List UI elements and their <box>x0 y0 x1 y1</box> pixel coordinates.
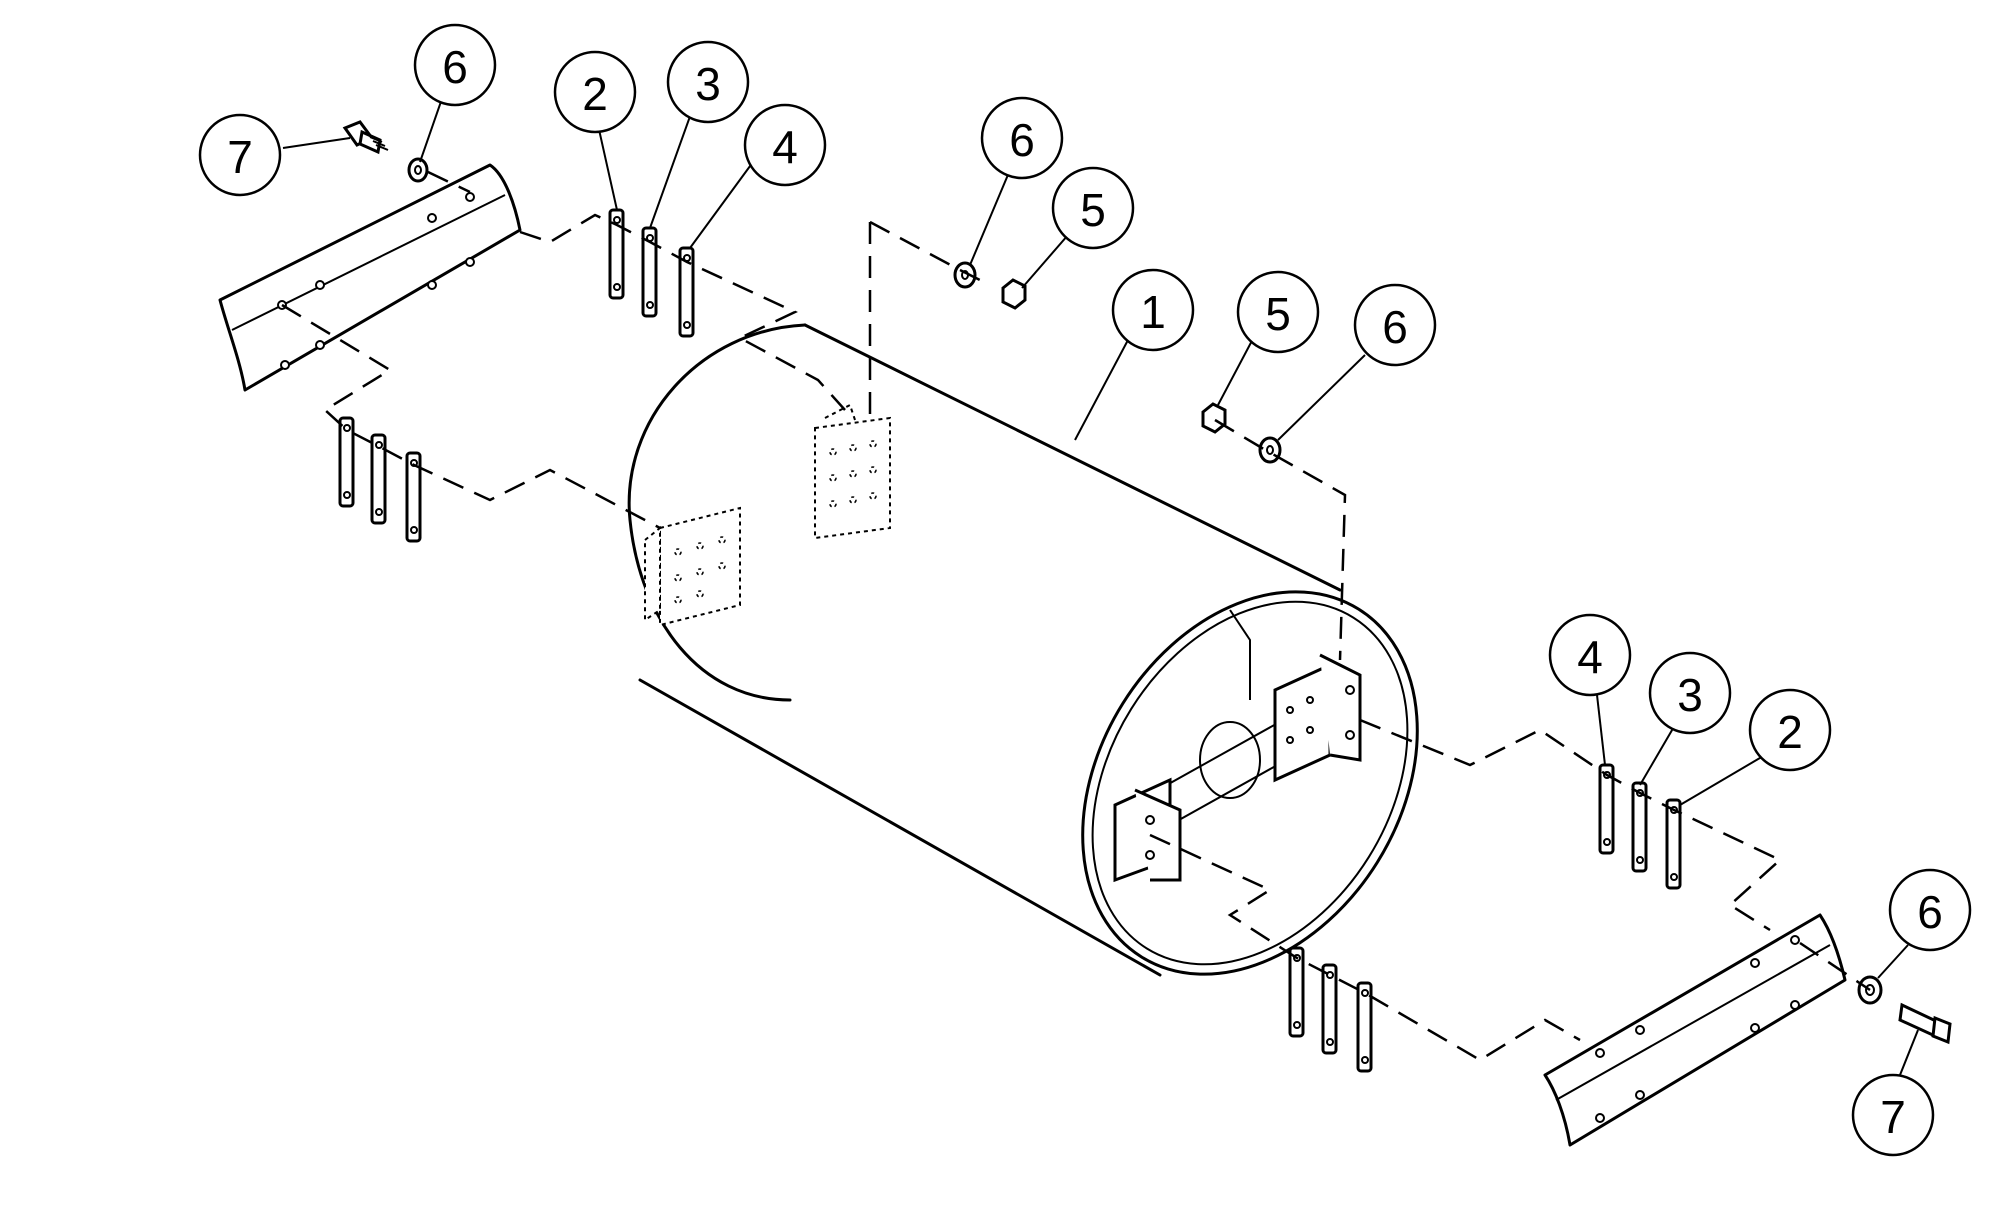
shim-2-right <box>1665 798 1682 890</box>
callout-label: 6 <box>1917 886 1943 938</box>
frame-rail-right <box>1543 913 1847 1147</box>
callout-leaders <box>282 89 1919 1081</box>
shim-2-top-left <box>608 208 625 300</box>
nut-5-right <box>1201 402 1227 434</box>
shim-set-bottom <box>1288 946 1373 1073</box>
callout-label: 1 <box>1140 286 1166 338</box>
callout-3-top-left: 3 <box>666 40 750 124</box>
shim-set-top-left <box>608 208 695 338</box>
drum-inner-hub <box>1199 721 1261 799</box>
frame-rail-left <box>218 163 522 392</box>
assembly-dashed-lines <box>281 170 1871 1062</box>
callout-4-top-left: 4 <box>743 103 827 187</box>
callout-6-bottom-right: 6 <box>1888 868 1972 952</box>
shim-3-right <box>1631 781 1648 873</box>
callout-5-center: 5 <box>1051 166 1135 250</box>
callout-label: 3 <box>695 58 721 110</box>
callout-label: 7 <box>1880 1091 1906 1143</box>
callout-4-right: 4 <box>1548 613 1632 697</box>
drum-inner-brace <box>1229 609 1251 700</box>
callout-2-right: 2 <box>1748 688 1832 772</box>
shim-4-top-left <box>678 246 695 338</box>
callout-2-top-left: 2 <box>553 50 637 134</box>
bolt-7-bottom-right <box>1898 1002 1952 1045</box>
callout-label: 2 <box>1777 706 1803 758</box>
drum-bottom-edge <box>638 678 1162 977</box>
callout-7-top-left: 7 <box>198 113 282 197</box>
callout-label: 5 <box>1080 184 1106 236</box>
callout-5-right: 5 <box>1236 270 1320 354</box>
callout-label: 6 <box>1382 301 1408 353</box>
drum-front-bracket-lower <box>1113 777 1182 883</box>
callout-label: 4 <box>1577 631 1603 683</box>
nut-5-center <box>1001 278 1027 310</box>
callout-label: 3 <box>1677 669 1703 721</box>
drum-back-bracket-upper <box>814 403 891 540</box>
callout-label: 6 <box>1009 114 1035 166</box>
callout-label: 2 <box>582 68 608 120</box>
callout-label: 6 <box>442 41 468 93</box>
washer-6-right <box>1258 436 1282 464</box>
callout-label: 4 <box>772 121 798 173</box>
drum-front-rim-inner <box>1091 600 1409 966</box>
drum-top-edge <box>803 323 1342 592</box>
shim-set-mid-left <box>338 416 422 543</box>
drum-front-rim-outer <box>1081 590 1419 976</box>
drum-front-bracket-upper <box>1273 653 1362 783</box>
callout-6-right: 6 <box>1353 283 1437 367</box>
drum-back-end <box>627 323 807 702</box>
washer-6-top-left <box>407 157 429 183</box>
callout-6-center: 6 <box>980 96 1064 180</box>
drum-assembly <box>627 323 1419 977</box>
callout-1-drum: 1 <box>1111 268 1195 352</box>
drum-back-bracket-lower <box>644 506 741 627</box>
bolt-7-top-left <box>342 120 389 155</box>
callout-3-right: 3 <box>1648 651 1732 735</box>
callout-7-bottom-right: 7 <box>1851 1073 1935 1157</box>
callout-label: 5 <box>1265 288 1291 340</box>
callout-6-top-left: 6 <box>413 23 497 107</box>
callout-label: 7 <box>227 131 253 183</box>
shim-set-right <box>1598 763 1682 890</box>
